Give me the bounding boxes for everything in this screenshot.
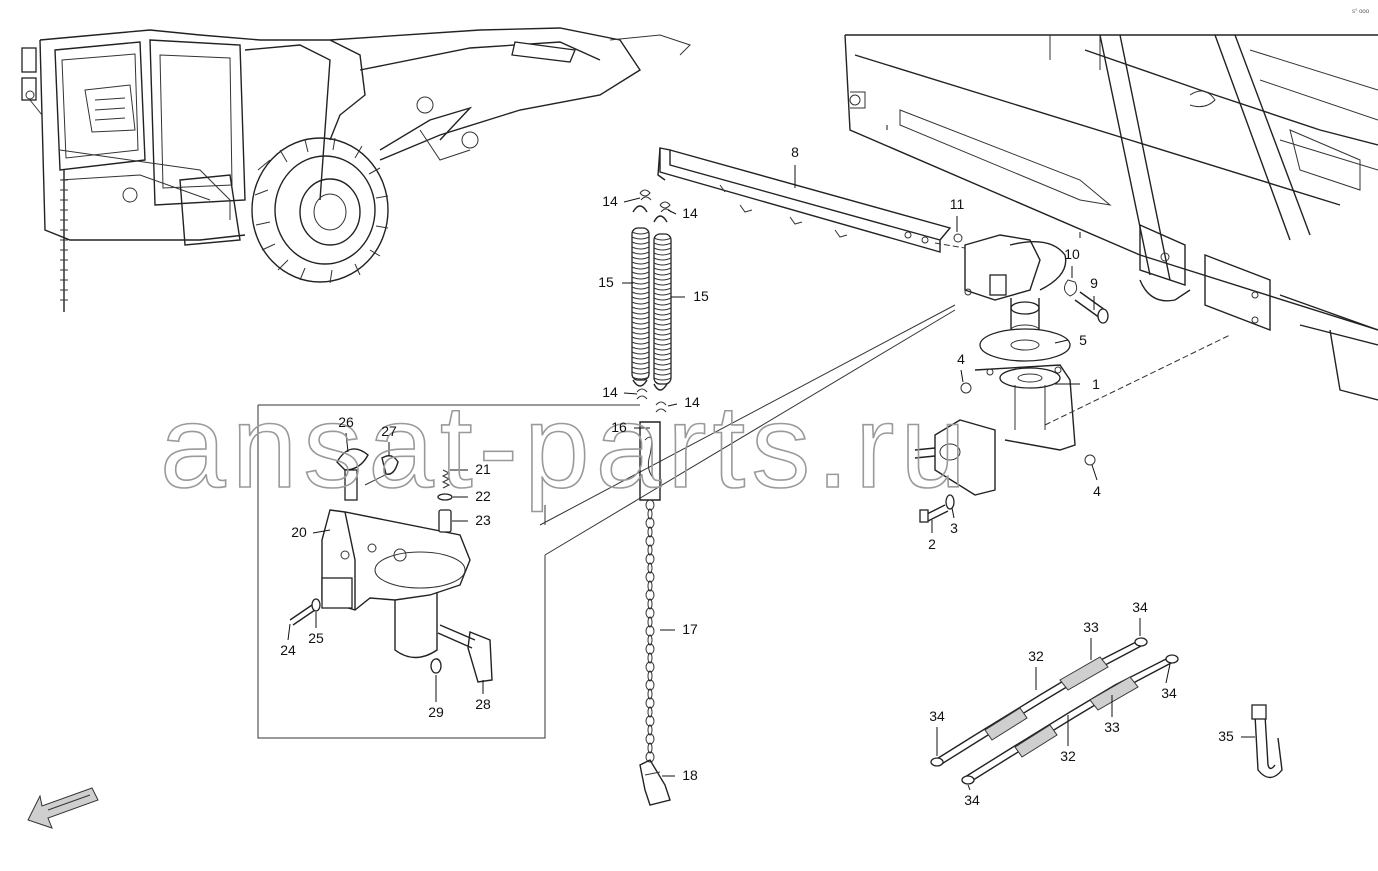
callout-label-c34c: 34	[929, 708, 945, 724]
callout-label-c26: 26	[338, 414, 354, 430]
callout-label-c18: 18	[682, 767, 698, 783]
bracket-part-8	[657, 147, 952, 253]
callout-label-c3: 3	[950, 520, 958, 536]
trailer-frame-drawing	[844, 34, 1378, 401]
harvester-machine-drawing	[21, 27, 691, 312]
callout-label-c16: 16	[611, 419, 627, 435]
callout-labels: 1234458910111414141415151617182021222324…	[280, 144, 1234, 808]
orientation-arrow-icon	[27, 787, 99, 829]
callout-label-c33b: 33	[1104, 719, 1120, 735]
callout-label-c14a: 14	[602, 193, 618, 209]
callout-label-c10: 10	[1064, 246, 1080, 262]
bolt-part-2	[919, 494, 955, 523]
callout-label-c25: 25	[308, 630, 324, 646]
callout-label-c32a: 32	[1028, 648, 1044, 664]
assembly-axis-lines	[539, 242, 1231, 556]
detail-inset-box	[257, 404, 640, 739]
callout-label-c22: 22	[475, 488, 491, 504]
callout-label-c17: 17	[682, 621, 698, 637]
callout-label-c5: 5	[1079, 332, 1087, 348]
base-part-1	[914, 364, 1096, 496]
callout-label-c32b: 32	[1060, 748, 1076, 764]
callout-label-c14b: 14	[682, 205, 698, 221]
springs-part-15	[631, 205, 672, 391]
callout-label-c34b: 34	[1161, 685, 1177, 701]
pin-part-9	[1064, 279, 1109, 324]
watermark-text: ansat-parts.ru	[160, 381, 972, 513]
chain-assembly-part-17	[639, 421, 671, 806]
callout-label-c15b: 15	[693, 288, 709, 304]
corner-mark: s° ooo	[1352, 9, 1370, 15]
callout-label-c4a: 4	[957, 351, 965, 367]
callout-label-c28: 28	[475, 696, 491, 712]
callout-label-c2: 2	[928, 536, 936, 552]
washer-part-5	[979, 328, 1071, 362]
callout-label-c14d: 14	[684, 394, 700, 410]
callout-label-c21: 21	[475, 461, 491, 477]
callout-label-c35: 35	[1218, 728, 1234, 744]
callout-label-c34a: 34	[1132, 599, 1148, 615]
callout-label-c23: 23	[475, 512, 491, 528]
callout-label-c14c: 14	[602, 384, 618, 400]
hitch-head-part	[953, 233, 1067, 336]
strap-hook-part-35	[1251, 704, 1283, 779]
callout-label-c1: 1	[1092, 376, 1100, 392]
callout-label-c11: 11	[950, 196, 965, 212]
callout-label-c15a: 15	[598, 274, 614, 290]
callout-label-c8: 8	[791, 144, 799, 160]
callout-label-c4b: 4	[1093, 483, 1101, 499]
callout-label-c34d: 34	[964, 792, 980, 808]
callout-label-c20: 20	[291, 524, 307, 540]
callout-label-c24: 24	[280, 642, 296, 658]
leader-lines	[287, 165, 1255, 791]
tow-straps-part-32	[930, 637, 1179, 785]
tire-drawing	[251, 137, 389, 284]
callout-label-c29: 29	[428, 704, 444, 720]
callout-label-c33a: 33	[1083, 619, 1099, 635]
callout-label-c27: 27	[381, 423, 397, 439]
callout-label-c9: 9	[1090, 275, 1098, 291]
